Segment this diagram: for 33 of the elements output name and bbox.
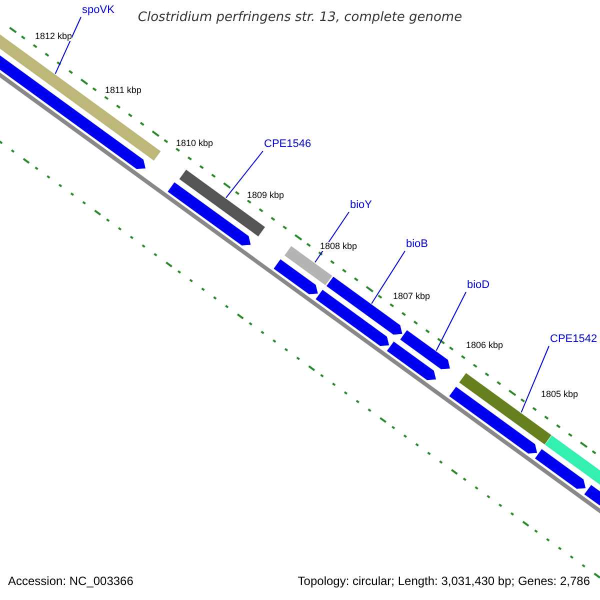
gene-bar: [544, 434, 600, 488]
leader-line: [371, 250, 406, 304]
gene-bar: [178, 169, 266, 237]
gene-label: CPE1546: [264, 139, 312, 150]
scale-label: 1812 kbp: [35, 32, 72, 41]
gene-label: spoVK: [82, 5, 114, 16]
title: Clostridium perfringens str. 13, complete genome: [136, 11, 464, 24]
scale-label: 1806 kbp: [466, 341, 504, 350]
gene-feature: [0, 52, 146, 170]
gene-feature: [534, 448, 586, 490]
scale-label: 1810 kbp: [176, 139, 214, 148]
leader-line: [520, 346, 550, 413]
gene-label: bioD: [467, 280, 490, 291]
scale-label: 1805 kbp: [541, 390, 578, 399]
accession-text: Accession: NC_003366: [8, 575, 134, 587]
gene-label: bioY: [350, 200, 372, 211]
scale-label: 1811 kbp: [105, 86, 142, 95]
leader-line: [226, 150, 264, 198]
gene-label: CPE1542: [550, 334, 598, 345]
gene-feature: [315, 289, 390, 347]
gene-feature: [386, 341, 437, 381]
gene-feature: [448, 386, 538, 454]
gene-feature: [400, 330, 451, 370]
scale-label: 1809 kbp: [247, 191, 284, 200]
gene-bar: [0, 33, 162, 162]
gene-label: bioB: [406, 239, 428, 250]
genome-stats-text: Topology: circular; Length: 3,031,430 bp; Genes: 2,786: [298, 575, 590, 587]
leader-line: [436, 292, 466, 352]
scale-label: 1807 kbp: [393, 292, 430, 301]
gene-feature: [273, 258, 318, 295]
leader-line: [54, 16, 82, 74]
scale-label: 1808 kbp: [320, 242, 358, 251]
gene-feature: [584, 484, 600, 506]
